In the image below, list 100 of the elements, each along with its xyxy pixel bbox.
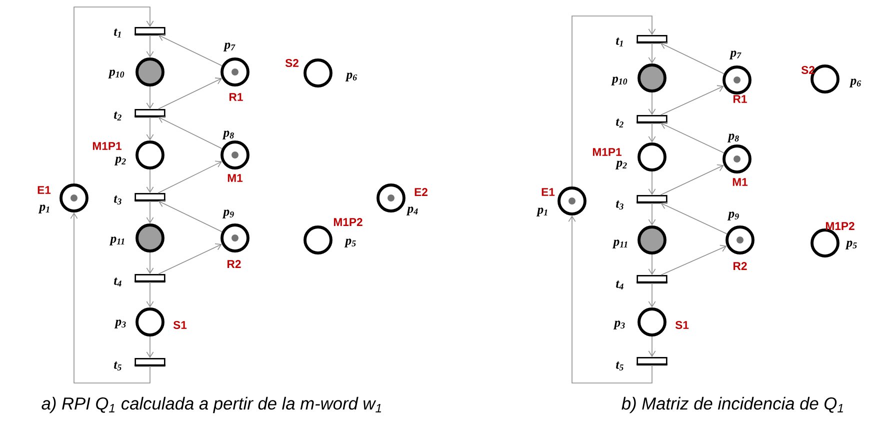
place-label: p$_{1}$ (536, 208, 548, 216)
resource-label: M1P1 (592, 148, 622, 156)
place-label: p$_{1}$ (38, 204, 50, 214)
transition-label: t$_{4}$ (114, 278, 122, 286)
place-circle (726, 226, 754, 254)
arc-arrow (660, 85, 724, 116)
transition-label: t$_{2}$ (114, 112, 122, 120)
arc-arrow (146, 116, 154, 141)
caption: b) Matriz de incidencia de Q$_{1}$ (622, 396, 843, 414)
resource-label: R2 (734, 262, 747, 270)
arc-arrow (648, 254, 656, 275)
place-label: p$_{2}$ (114, 156, 126, 166)
place-label: p$_{10}$ (108, 70, 124, 78)
place-label: p$_{11}$ (612, 240, 628, 248)
resource-label: S2 (801, 66, 814, 74)
arc-arrow (568, 215, 652, 384)
transition-label: t$_{1}$ (616, 38, 623, 46)
place-label: p$_{7}$ (223, 42, 236, 52)
place-label: p$_{6}$ (345, 72, 358, 82)
arc-arrow (660, 164, 724, 196)
place-label: p$_{3}$ (613, 320, 625, 330)
place-circle (722, 66, 752, 94)
place-circle (376, 184, 406, 212)
place-circle (136, 58, 164, 86)
transition-label: t$_{4}$ (616, 280, 624, 290)
place-label: p$_{11}$ (109, 236, 124, 246)
arc-arrow (158, 116, 222, 149)
arc-arrow (648, 336, 656, 357)
caption: a) RPI Q$_{1}$ calculada a pertir de la m-word w$_{1}$ (42, 396, 382, 414)
arc-arrow (146, 252, 154, 274)
arc-arrow (158, 78, 222, 110)
place-label: p$_{5}$ (845, 240, 857, 250)
resource-label: R1 (230, 93, 243, 101)
transition-label: t$_{5}$ (114, 362, 122, 370)
resource-label: S1 (173, 321, 187, 329)
place-label: p$_{9}$ (222, 210, 234, 218)
arc-arrow (648, 92, 656, 115)
arc-arrow (70, 212, 150, 384)
resource-label: M1 (732, 178, 748, 186)
place-label: p$_{8}$ (727, 134, 739, 142)
resource-label: M1P1 (92, 142, 122, 150)
resource-label: E1 (38, 186, 51, 194)
place-circle (810, 228, 840, 258)
arc-arrow (158, 160, 222, 194)
arc-arrow (146, 86, 154, 109)
place-label: p$_{3}$ (114, 320, 126, 328)
arc-arrow (158, 243, 222, 274)
arc-arrow (146, 336, 154, 358)
resource-label: M1P2 (334, 218, 362, 226)
arc-arrow (158, 34, 222, 66)
place-label: p$_{10}$ (611, 76, 628, 86)
arc-arrow (660, 42, 724, 74)
arc-arrow (660, 202, 728, 234)
arc-arrow (146, 282, 154, 308)
transition-label: t$_{3}$ (114, 196, 122, 204)
resource-label: S2 (285, 59, 298, 67)
place-label: p$_{2}$ (615, 160, 627, 170)
place-circle (220, 58, 250, 86)
place-label: p$_{9}$ (727, 212, 739, 220)
place-circle (220, 140, 250, 170)
arc-arrow (648, 171, 656, 195)
arc-arrow (146, 169, 154, 193)
place-circle (136, 308, 164, 336)
transition-label: t$_{5}$ (616, 362, 624, 370)
arc-arrow (648, 282, 656, 308)
place-circle (722, 144, 752, 174)
place-circle (136, 140, 164, 170)
resource-label: S1 (675, 321, 689, 329)
arc-arrow (648, 122, 656, 143)
resource-label: R1 (734, 95, 747, 103)
resource-label: M1P2 (826, 222, 854, 230)
place-label: p$_{6}$ (849, 78, 862, 88)
arc-arrow (572, 16, 656, 187)
place-circle (220, 224, 250, 252)
place-circle (638, 226, 666, 254)
arc-arrow (648, 202, 656, 226)
arc-arrow (648, 42, 656, 64)
arc-arrow (146, 200, 154, 224)
arc-arrow (158, 200, 222, 232)
place-circle (558, 186, 586, 216)
place-label: p$_{8}$ (222, 130, 234, 140)
place-circle (304, 58, 332, 88)
resource-label: M1 (228, 174, 243, 182)
transition-label: t$_{1}$ (114, 28, 121, 38)
place-circle (638, 142, 666, 172)
place-circle (304, 226, 332, 254)
place-label: p$_{7}$ (729, 50, 742, 60)
place-circle (60, 184, 88, 212)
resource-label: E2 (414, 188, 428, 196)
place-circle (638, 64, 666, 92)
place-label: p$_{4}$ (406, 206, 418, 216)
arc-arrow (146, 34, 154, 58)
place-circle (638, 308, 666, 336)
arc-arrow (660, 122, 724, 154)
resource-label: R2 (228, 260, 241, 268)
transition-label: t$_{3}$ (616, 200, 624, 210)
place-circle (136, 224, 164, 252)
resource-label: E1 (542, 188, 555, 196)
arc-arrow (660, 244, 727, 276)
transition-label: t$_{2}$ (616, 118, 624, 128)
